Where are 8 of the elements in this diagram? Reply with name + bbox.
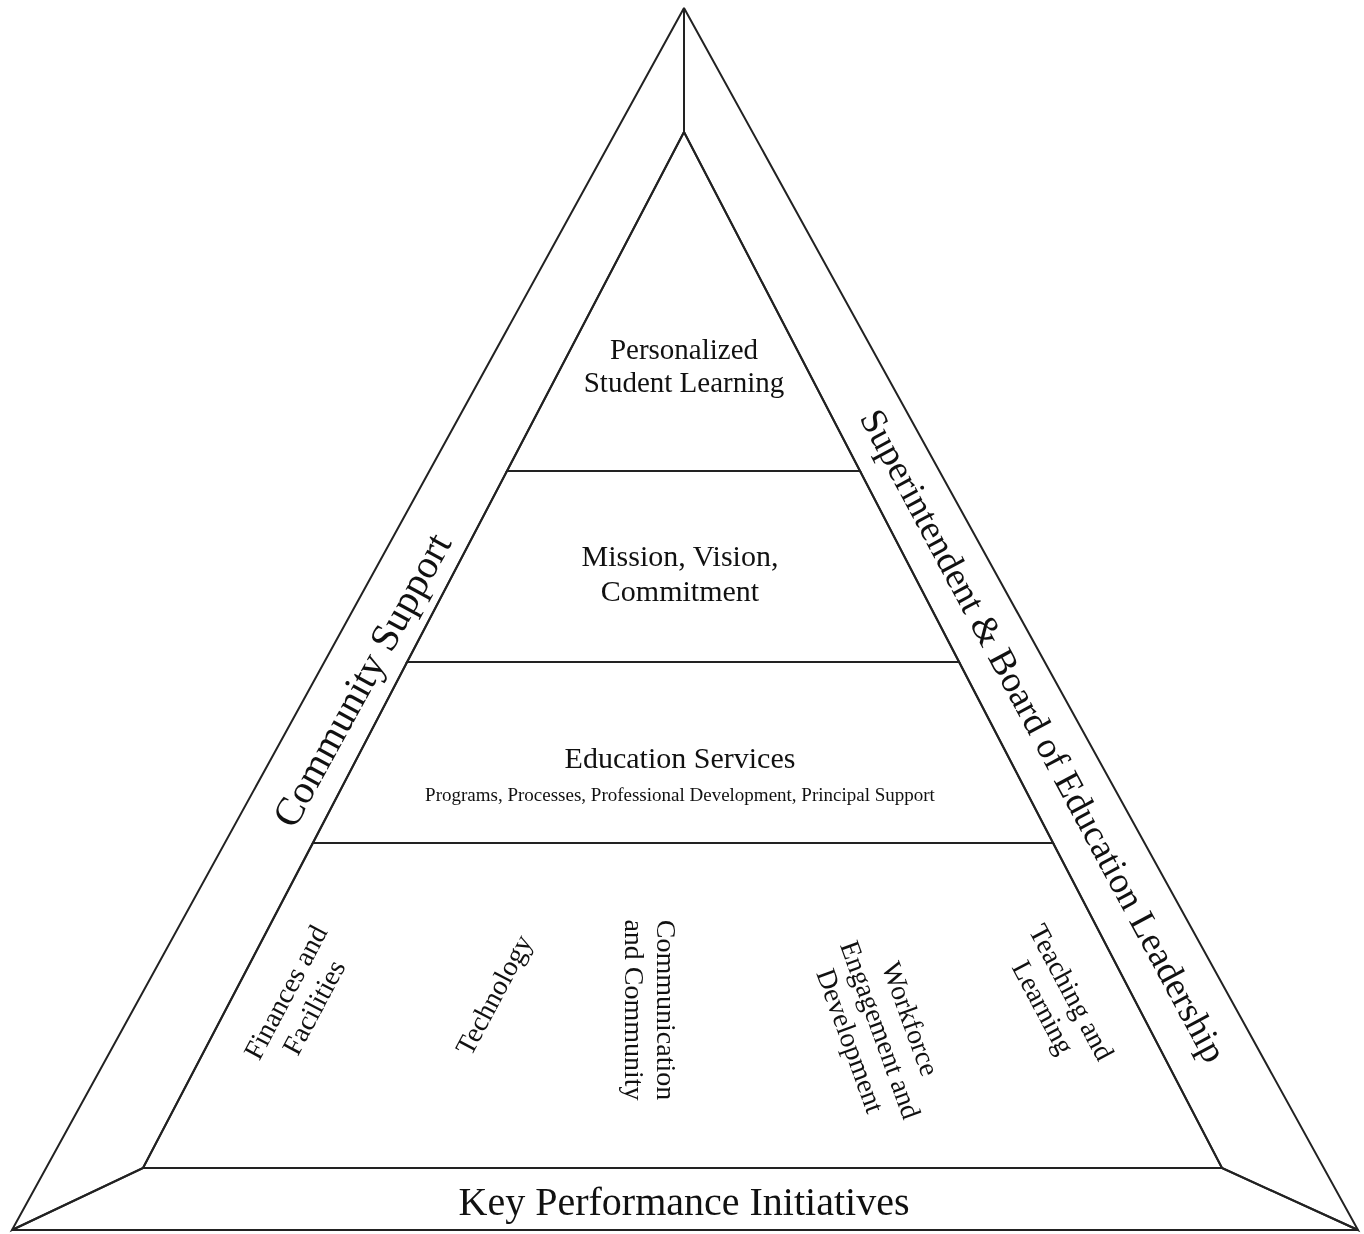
tier-label: Mission, Vision, Commitment xyxy=(580,538,780,608)
tier-label: Education Services xyxy=(563,740,797,776)
tier-subtitle: Programs, Processes, Professional Development, Principal Support xyxy=(424,784,936,806)
base-label: Key Performance Initiatives xyxy=(457,1179,911,1225)
initiative-label: Communication and Community xyxy=(618,918,683,1103)
frame-base-band xyxy=(12,1168,1358,1230)
pyramid-tier xyxy=(507,132,860,471)
tier-label: Personalized Student Learning xyxy=(582,332,786,400)
